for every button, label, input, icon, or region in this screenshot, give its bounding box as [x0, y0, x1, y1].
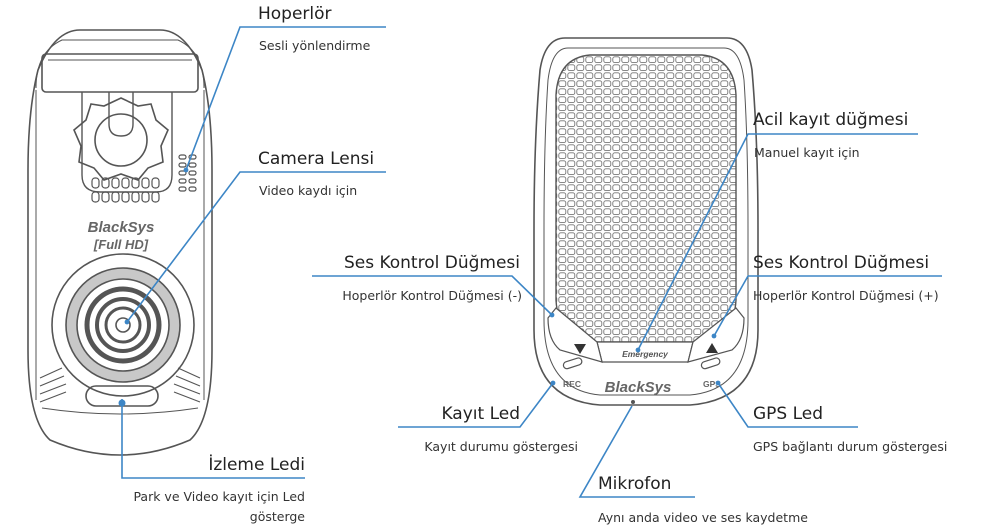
- speaker-mesh: [556, 55, 736, 342]
- label-rec-led-desc: Kayıt durumu göstergesi: [424, 439, 578, 454]
- rec-text: REC: [563, 379, 581, 389]
- emergency-button-text: Emergency: [622, 349, 669, 359]
- label-gps-led-desc: GPS bağlantı durum göstergesi: [753, 439, 947, 454]
- rec-led-window: [563, 357, 583, 370]
- label-volume-left-title: Ses Kontrol Düğmesi: [344, 253, 520, 273]
- label-speaker-title: Hoperlör: [258, 4, 332, 24]
- label-camera-lens-desc: Video kaydı için: [259, 183, 357, 198]
- label-gps-led-title: GPS Led: [753, 404, 823, 424]
- microphone-hole: [631, 400, 635, 404]
- camera-lens-assembly: [52, 254, 194, 396]
- front-brand-text: BlackSys: [88, 219, 155, 236]
- label-monitor-led-desc-2: gösterge: [250, 509, 305, 524]
- label-volume-right-desc: Hoperlör Kontrol Düğmesi (+): [753, 288, 939, 303]
- label-volume-right-title: Ses Kontrol Düğmesi: [753, 253, 929, 273]
- front-model-text: [Full HD]: [93, 237, 149, 252]
- label-monitor-led-desc-1: Park ve Video kayıt için Led: [133, 489, 305, 504]
- mount-knob: [74, 92, 168, 180]
- label-monitor-led-title: İzleme Ledi: [208, 455, 305, 475]
- gps-led-window: [701, 357, 721, 370]
- front-vent-slots: [92, 178, 159, 202]
- label-volume-left-desc: Hoperlör Kontrol Düğmesi (-): [342, 288, 522, 303]
- label-microphone-title: Mikrofon: [598, 474, 671, 494]
- label-microphone-desc: Aynı anda video ve ses kaydetme: [598, 510, 808, 525]
- label-camera-lens-title: Camera Lensi: [258, 149, 374, 169]
- label-emergency-desc: Manuel kayıt için: [754, 145, 860, 160]
- label-emergency-title: Acil kayıt düğmesi: [753, 110, 908, 130]
- label-speaker-desc: Sesli yönlendirme: [259, 38, 370, 53]
- speaker-grille: [179, 155, 196, 191]
- back-brand-text: BlackSys: [605, 379, 672, 396]
- label-rec-led-title: Kayıt Led: [441, 404, 520, 424]
